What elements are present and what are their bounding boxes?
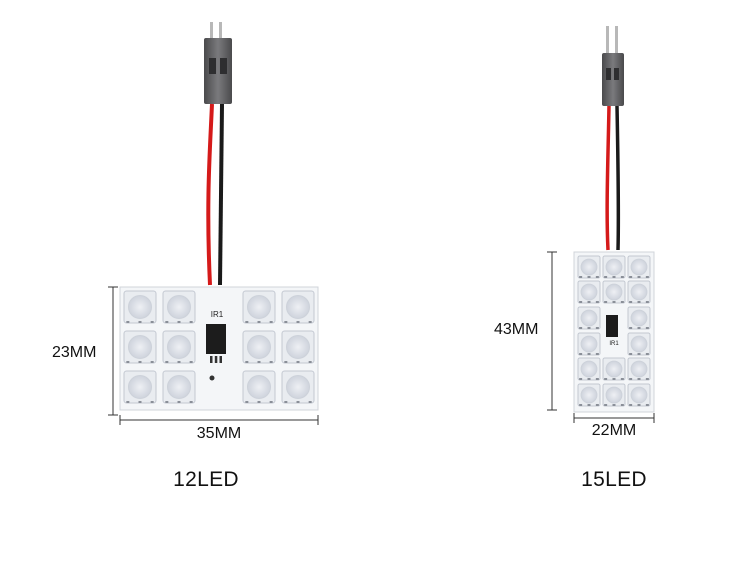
right-caption: 15LED xyxy=(581,468,647,491)
right-black-wire xyxy=(615,105,621,251)
led-chip xyxy=(602,280,626,304)
led-chip xyxy=(162,290,196,324)
led-chip xyxy=(627,332,651,356)
led-chip xyxy=(602,357,626,381)
left-connector-slot xyxy=(220,58,227,74)
led-chip xyxy=(577,332,601,356)
left-connector-slot xyxy=(209,58,216,74)
led-chip xyxy=(577,383,601,407)
led-chip xyxy=(627,280,651,304)
right-ir-sensor xyxy=(606,315,618,337)
right-chip-label: IR1 xyxy=(609,341,619,347)
left-red-wire xyxy=(206,103,214,286)
led-chip xyxy=(627,306,651,330)
led-chip xyxy=(602,255,626,279)
led-chip xyxy=(123,370,157,404)
led-chip xyxy=(627,255,651,279)
right-height-label: 43MM xyxy=(494,321,539,338)
left-dimension-lines xyxy=(108,286,319,425)
left-width-label: 35MM xyxy=(196,425,242,442)
left-chip-label: IR1 xyxy=(210,310,224,319)
left-ir-sensor xyxy=(206,324,226,354)
led-chip xyxy=(281,330,315,364)
led-chip xyxy=(577,357,601,381)
led-chip xyxy=(577,280,601,304)
left-black-wire xyxy=(218,103,224,286)
led-chip xyxy=(242,370,276,404)
left-height-label: 23MM xyxy=(52,344,97,361)
led-chip xyxy=(123,290,157,324)
left-connector xyxy=(204,38,232,104)
led-chip xyxy=(281,370,315,404)
right-connector-slot xyxy=(606,68,611,80)
right-red-wire xyxy=(605,105,611,251)
led-chip xyxy=(162,370,196,404)
led-chip xyxy=(577,306,601,330)
left-caption: 12LED xyxy=(173,468,239,491)
right-pin xyxy=(606,26,609,54)
right-pin xyxy=(615,26,618,54)
left-board-assembly xyxy=(119,22,319,411)
left-via xyxy=(209,375,215,381)
left-pin xyxy=(219,22,222,40)
right-dimension-lines xyxy=(547,251,655,423)
left-pin xyxy=(210,22,213,40)
led-chip xyxy=(242,290,276,324)
led-chip xyxy=(627,383,651,407)
right-connector-slot xyxy=(614,68,619,80)
led-chip xyxy=(123,330,157,364)
led-chip xyxy=(627,357,651,381)
led-chip xyxy=(602,383,626,407)
led-chip xyxy=(242,330,276,364)
right-width-label: 22MM xyxy=(591,422,637,439)
led-chip xyxy=(281,290,315,324)
right-board-assembly xyxy=(573,26,655,413)
right-connector xyxy=(602,53,624,106)
led-chip xyxy=(162,330,196,364)
led-chip xyxy=(577,255,601,279)
